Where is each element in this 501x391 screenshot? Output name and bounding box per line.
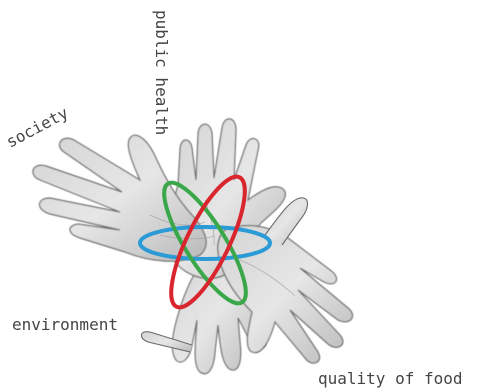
label-environment: environment xyxy=(12,315,118,334)
label-quality-of-food: quality of food xyxy=(318,369,463,388)
label-public-health: public health xyxy=(152,10,171,135)
